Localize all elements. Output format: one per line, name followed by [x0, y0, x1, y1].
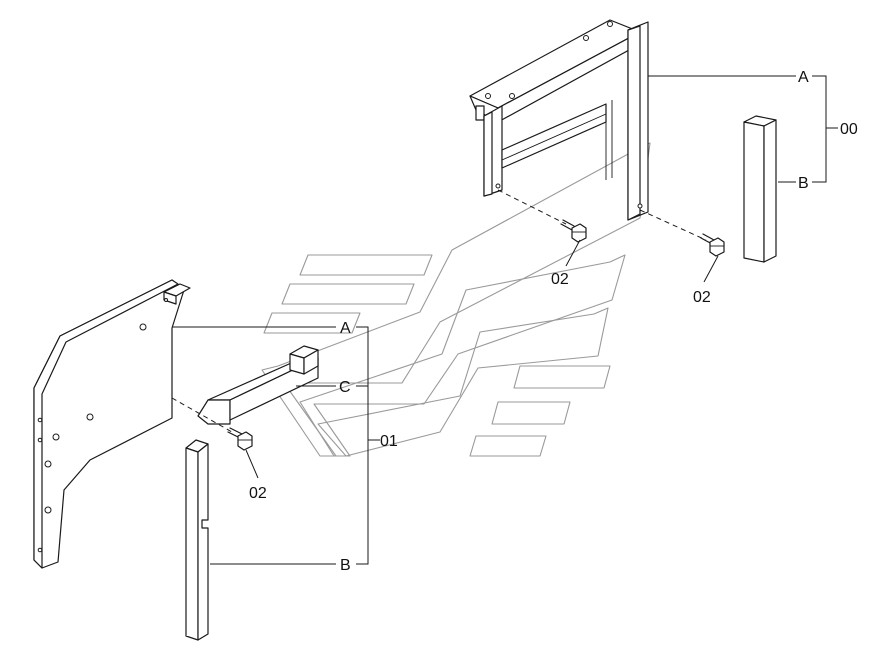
- left-post-part: [185, 439, 209, 641]
- callout-panel-a: A: [340, 320, 351, 337]
- callout-frame-a: A: [798, 69, 809, 86]
- bolt-icon: [560, 219, 587, 243]
- callout-bolt-02: 02: [551, 271, 569, 288]
- side-panel: [33, 279, 191, 569]
- right-post-part: [743, 115, 777, 263]
- watermark-logo: [261, 142, 651, 457]
- bolt-icon: [227, 427, 253, 451]
- bolt-icon: [700, 233, 725, 257]
- callout-assembly-01: 01: [380, 433, 398, 450]
- frame-assembly: [469, 19, 649, 221]
- callout-bolt-02: 02: [693, 289, 711, 306]
- callout-assembly-00: 00: [840, 121, 858, 138]
- callout-post-b: B: [340, 557, 351, 574]
- callout-bar-c: C: [339, 379, 351, 396]
- callout-bolt-02: 02: [249, 485, 267, 502]
- stiffener-bar: [197, 345, 319, 425]
- callout-post-b: B: [798, 175, 809, 192]
